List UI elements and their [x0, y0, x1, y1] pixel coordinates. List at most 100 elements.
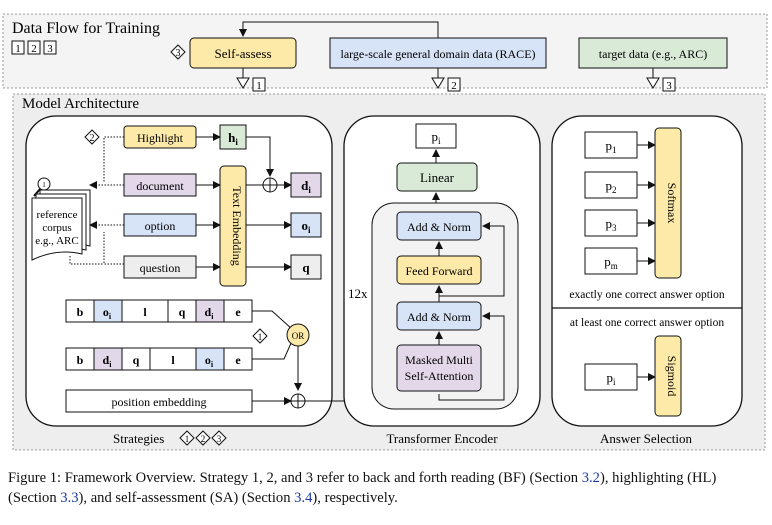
highlight-dotted-link	[103, 136, 124, 183]
self-assess-label: Self-assess	[214, 46, 271, 61]
encoder-output-label: p	[431, 129, 438, 144]
or-label: OR	[292, 331, 305, 341]
seq2-token-l: l	[171, 353, 175, 367]
h-to-sum-arrow	[246, 136, 274, 177]
data-flow-down-arrows: 1 2 3	[236, 68, 676, 92]
svg-text:pi: pi	[606, 370, 616, 387]
caption-ref-hl[interactable]: 3.3	[60, 490, 79, 506]
svg-text:pi: pi	[431, 129, 441, 146]
sigmoid-input: p	[606, 370, 613, 385]
svg-text:p1: p1	[606, 138, 617, 155]
residual-attention	[438, 312, 505, 401]
seq2-token-o: o	[205, 353, 211, 367]
svg-text:oi: oi	[205, 353, 214, 369]
encoder-caption: Transformer Encoder	[386, 431, 498, 446]
caption-ref-sa[interactable]: 3.4	[294, 490, 313, 506]
position-embedding-label: position embedding	[112, 395, 207, 409]
self-assess-badge-icon	[170, 44, 186, 60]
svg-text:pm: pm	[604, 254, 618, 271]
general-data-step: 2	[451, 80, 457, 92]
linear-box	[396, 162, 478, 192]
seq2-to-or	[252, 340, 293, 360]
strategies-step-3: 3	[217, 434, 222, 444]
highlight-label: Highlight	[137, 131, 184, 145]
data-flow-title: Data Flow for Training	[12, 20, 160, 37]
option-label: option	[145, 219, 176, 233]
reference-corpus-line2: corpus	[42, 222, 71, 234]
seq1-to-or	[252, 310, 293, 330]
strategies-caption-steps: 1 2 3	[179, 430, 227, 446]
softmax-input-arrows	[637, 141, 656, 265]
self-assess-badge: 3	[176, 48, 181, 59]
o-output-label: o	[301, 218, 308, 233]
attention-line1: Masked Multi	[405, 353, 473, 367]
encoder-output-box	[415, 123, 457, 149]
sequence-bf-backward	[65, 347, 253, 371]
add-norm-bottom-label: Add & Norm	[407, 310, 472, 324]
svg-text:di: di	[103, 353, 113, 369]
seq2-token-o-sub: i	[211, 360, 214, 369]
answer-selection-caption: Answer Selection	[600, 431, 693, 446]
attention-box	[396, 344, 482, 392]
seq1-token-d-sub: i	[211, 312, 214, 321]
caption-mid2: ), and self-assessment (SA) (Section	[78, 490, 295, 506]
softmax-input-1: p	[606, 138, 613, 153]
softmax-input-3: p	[606, 216, 613, 231]
target-data-label: target data (e.g., ARC)	[599, 47, 707, 61]
linear-label: Linear	[420, 170, 455, 185]
softmax-input-2: p	[606, 178, 613, 193]
svg-text:di: di	[205, 305, 215, 321]
question-label: question	[140, 261, 181, 275]
general-data-label: large-scale general domain data (RACE)	[340, 47, 535, 61]
sigmoid-label: Sigmoid	[665, 356, 679, 397]
o-output-sub: i	[308, 225, 311, 235]
svg-text:p2: p2	[606, 178, 617, 195]
seq1-token-b: b	[77, 305, 84, 319]
seq1-token-l: l	[143, 305, 147, 319]
svg-text:oi: oi	[103, 305, 112, 321]
corpus-dotted-links	[69, 181, 124, 265]
seq2-token-d: d	[103, 353, 110, 367]
h-output-sub: i	[235, 137, 238, 147]
caption-mid1: ), highlighting (HL) (Section	[8, 470, 717, 506]
search-badge: 1	[42, 181, 46, 189]
reference-corpus-line1: reference	[37, 209, 78, 221]
or-badge-icon	[252, 328, 268, 344]
softmax-input-2-sub: 2	[612, 185, 617, 195]
strategies-step-2: 2	[201, 434, 206, 444]
target-data-box	[578, 37, 728, 69]
reference-corpus-line3: e.g., ARC	[35, 235, 78, 247]
softmax-input-3-sub: 3	[612, 223, 617, 233]
seq1-token-q: q	[179, 305, 186, 319]
self-assess-loop-arrow	[239, 21, 439, 38]
h-output-label: h	[228, 130, 236, 145]
attention-line2: Self-Attention	[405, 369, 474, 383]
softmax-label: Softmax	[665, 183, 679, 224]
reference-corpus-icon	[31, 189, 91, 261]
highlight-badge: 2	[90, 133, 95, 144]
seq1-token-o-sub: i	[109, 312, 112, 321]
sigmoid-input-sub: i	[613, 377, 616, 387]
self-assess-step: 1	[256, 80, 262, 92]
at-least-one-label: at least one correct answer option	[570, 317, 724, 329]
framework-diagram: Data Flow for Training 1 2 3 3 Self-asse…	[2, 13, 768, 451]
strategies-caption: Strategies	[113, 431, 164, 446]
q-output-label: q	[302, 260, 310, 275]
seq2-token-q: q	[133, 353, 140, 367]
text-embedding-label: Text Embedding	[230, 186, 244, 265]
softmax-input-m-sub: m	[611, 261, 618, 271]
seq2-token-e: e	[235, 353, 241, 367]
step-1: 1	[15, 43, 21, 55]
or-badge: 1	[258, 332, 263, 342]
o-output-box	[290, 212, 322, 238]
svg-text:hi: hi	[228, 130, 238, 147]
seq1-token-d: d	[205, 305, 212, 319]
target-data-step: 3	[666, 80, 672, 92]
residual-ff	[439, 222, 505, 297]
d-output-sub: i	[308, 185, 311, 195]
search-icon	[33, 177, 51, 197]
seq1-token-e: e	[235, 305, 241, 319]
feed-forward-label: Feed Forward	[406, 264, 473, 278]
d-output-box	[290, 172, 322, 198]
caption-ref-bf[interactable]: 3.2	[581, 470, 600, 486]
